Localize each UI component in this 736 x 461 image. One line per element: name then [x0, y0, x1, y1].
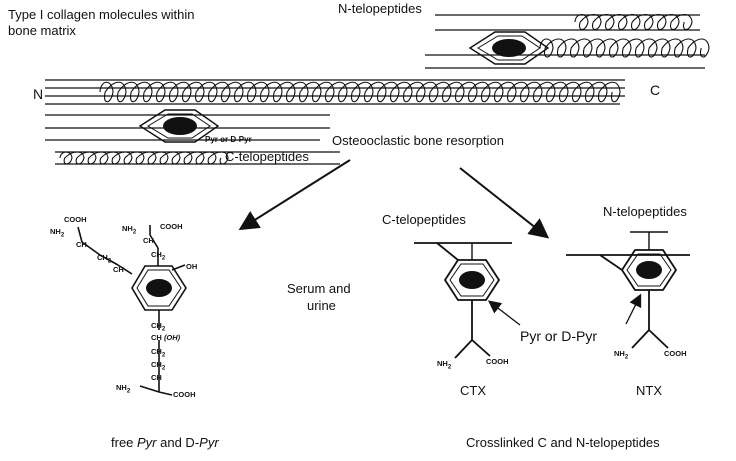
arrow-pyr-to-ntx	[625, 293, 642, 325]
helix-main	[99, 81, 621, 103]
chem-ch2-1: CH2	[97, 253, 112, 265]
c-terminus-label: C	[650, 82, 661, 98]
title-line-1: Type I collagen molecules within	[8, 7, 195, 22]
chem-ch2-5: CH2	[151, 360, 166, 372]
ntx-structure	[566, 231, 690, 349]
helix-lower-left	[59, 151, 229, 165]
chem-nh2-2: NH2	[122, 224, 137, 236]
c-telopeptides-mid-label: C-telopeptides	[225, 149, 309, 164]
free-pyr-structure	[77, 225, 187, 396]
ctx-label: CTX	[460, 383, 486, 398]
chem-nh2-1: NH2	[50, 227, 65, 239]
chem-ch2-2: CH2	[151, 250, 166, 262]
serum-label-line-2: urine	[307, 298, 336, 313]
pyr-small-label: Pyr or D-Pyr	[205, 135, 252, 144]
chem-cooh-1: COOH	[64, 215, 87, 224]
chem-ch-4: CH	[151, 373, 162, 382]
n-telopeptides-top-label: N-telopeptides	[338, 1, 422, 16]
free-pyr-caption: free Pyr and D-Pyr	[111, 435, 219, 450]
ctx-structure	[414, 242, 512, 359]
fibril-crosslink-bottom	[138, 109, 220, 143]
helix-top-right-1	[574, 13, 693, 31]
chem-ch-oh: CH (OH)	[151, 333, 181, 342]
ctx-nh2: NH2	[437, 359, 452, 371]
ntx-cooh: COOH	[664, 349, 687, 358]
ctx-cooh: COOH	[486, 357, 509, 366]
c-telopeptides-right-label: C-telopeptides	[382, 212, 466, 227]
resorption-label: Osteooclastic bone resorption	[332, 133, 504, 148]
fibril-crosslink-top	[468, 31, 550, 65]
chem-cooh-3: COOH	[173, 390, 196, 399]
n-telopeptides-right-label: N-telopeptides	[603, 204, 687, 219]
chem-ch-2: CH	[143, 236, 154, 245]
title-line-2: bone matrix	[8, 23, 76, 38]
arrow-pyr-to-ctx	[487, 300, 521, 326]
arrow-to-free-pyr	[238, 159, 351, 231]
chem-ch2-4: CH2	[151, 347, 166, 359]
collagen-helices	[59, 13, 710, 165]
chem-cooh-2: COOH	[160, 222, 183, 231]
serum-label-line-1: Serum and	[287, 281, 351, 296]
chem-nh2-3: NH2	[116, 383, 131, 395]
ntx-nh2: NH2	[614, 349, 629, 361]
chem-ch-3: CH	[113, 265, 124, 274]
arrow-to-crosslinked	[459, 167, 550, 239]
chem-ch2-3: CH2	[151, 321, 166, 333]
chem-oh: OH	[186, 262, 198, 271]
crosslinked-caption: Crosslinked C and N-telopeptides	[466, 435, 660, 450]
n-terminus-label: N	[33, 86, 44, 102]
ntx-label: NTX	[636, 383, 662, 398]
chem-ch-1: CH	[76, 240, 87, 249]
pyr-or-dpyr-label: Pyr or D-Pyr	[520, 328, 597, 344]
helix-top-right-2	[539, 38, 710, 58]
